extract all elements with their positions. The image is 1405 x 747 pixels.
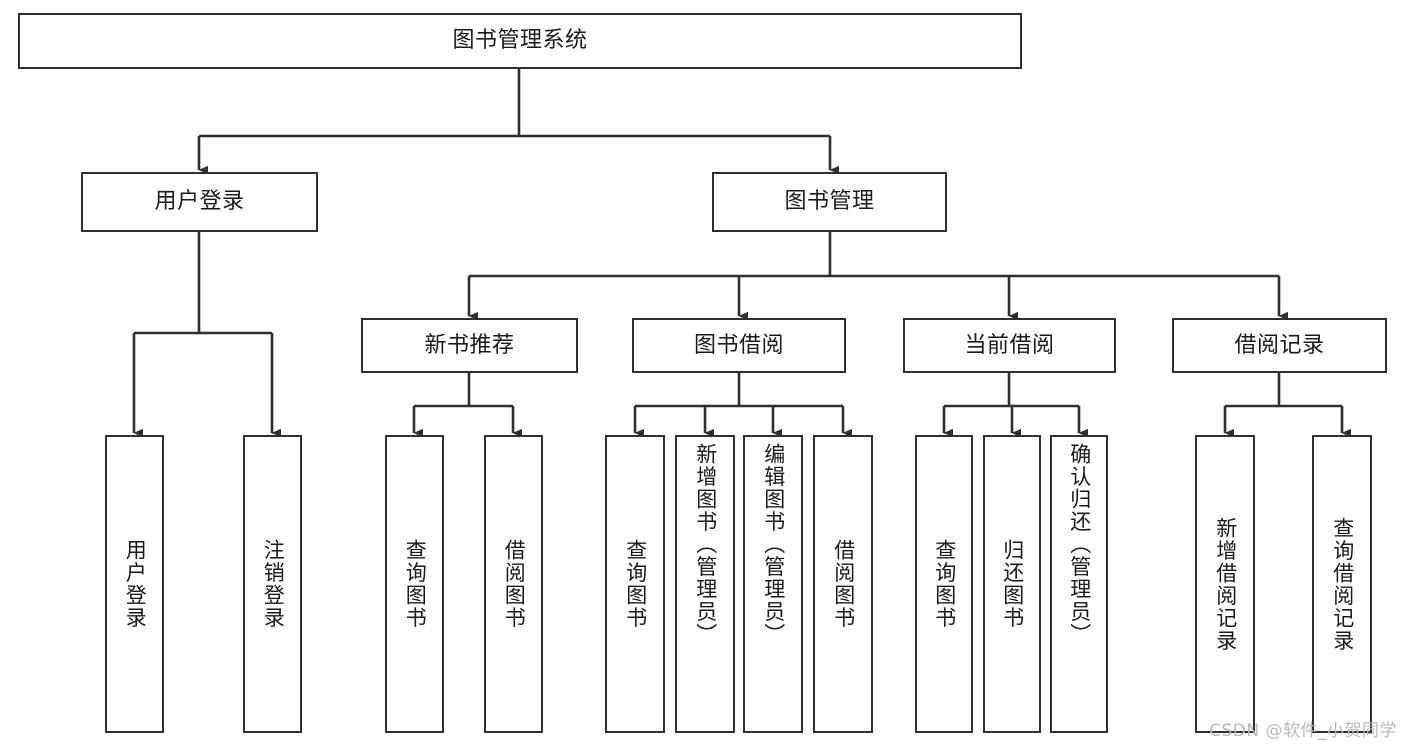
- node-leaf-user-login[interactable]: 用户登录: [105, 435, 164, 733]
- node-leaf-user-logout-label: 注销登录: [261, 539, 286, 629]
- node-book-borrow[interactable]: 图书借阅: [632, 318, 846, 373]
- node-current-borrow-label: 当前借阅: [964, 332, 1055, 358]
- node-leaf-rec-borrow-book-label: 借阅图书: [502, 539, 527, 629]
- node-leaf-borrow-add-book[interactable]: 新增图书（管理员）: [675, 435, 735, 733]
- node-book-manage-label: 图书管理: [784, 189, 875, 215]
- node-root[interactable]: 图书管理系统: [18, 13, 1022, 69]
- node-root-label: 图书管理系统: [452, 28, 588, 54]
- node-leaf-borrow-add-book-label: 新增图书（管理员）: [693, 443, 718, 646]
- node-borrow-record[interactable]: 借阅记录: [1172, 318, 1387, 373]
- node-leaf-cur-confirm-return[interactable]: 确认归还（管理员）: [1050, 435, 1108, 733]
- node-leaf-cur-query-book[interactable]: 查询图书: [915, 435, 973, 733]
- node-book-borrow-label: 图书借阅: [693, 332, 784, 358]
- node-leaf-cur-query-book-label: 查询图书: [932, 539, 957, 629]
- node-leaf-rec-add-record[interactable]: 新增借阅记录: [1195, 435, 1255, 733]
- node-new-book-rec[interactable]: 新书推荐: [361, 318, 578, 373]
- node-leaf-borrow-query-book-label: 查询图书: [623, 539, 648, 629]
- csdn-watermark: CSDN @软件_小贺同学: [1209, 721, 1397, 741]
- node-leaf-borrow-borrow-book-label: 借阅图书: [831, 539, 856, 629]
- node-book-manage[interactable]: 图书管理: [712, 172, 947, 232]
- node-user-login-label: 用户登录: [154, 189, 245, 215]
- node-user-login[interactable]: 用户登录: [81, 172, 318, 232]
- node-leaf-user-login-label: 用户登录: [123, 539, 148, 629]
- node-leaf-borrow-query-book[interactable]: 查询图书: [605, 435, 665, 733]
- node-leaf-rec-query-book-label: 查询图书: [403, 539, 428, 629]
- node-leaf-cur-return-book-label: 归还图书: [1000, 539, 1025, 629]
- node-borrow-record-label: 借阅记录: [1234, 332, 1325, 358]
- node-leaf-rec-query-record[interactable]: 查询借阅记录: [1312, 435, 1372, 733]
- node-leaf-user-logout[interactable]: 注销登录: [243, 435, 302, 733]
- node-leaf-rec-borrow-book[interactable]: 借阅图书: [484, 435, 543, 733]
- node-leaf-rec-query-book[interactable]: 查询图书: [385, 435, 444, 733]
- node-leaf-rec-query-record-label: 查询借阅记录: [1330, 516, 1355, 652]
- node-leaf-borrow-edit-book[interactable]: 编辑图书（管理员）: [743, 435, 803, 733]
- node-leaf-borrow-borrow-book[interactable]: 借阅图书: [813, 435, 873, 733]
- node-leaf-borrow-edit-book-label: 编辑图书（管理员）: [761, 443, 786, 646]
- node-leaf-cur-confirm-return-label: 确认归还（管理员）: [1067, 443, 1092, 646]
- node-leaf-cur-return-book[interactable]: 归还图书: [983, 435, 1041, 733]
- node-new-book-rec-label: 新书推荐: [424, 332, 515, 358]
- node-current-borrow[interactable]: 当前借阅: [903, 318, 1116, 373]
- node-leaf-rec-add-record-label: 新增借阅记录: [1213, 516, 1238, 652]
